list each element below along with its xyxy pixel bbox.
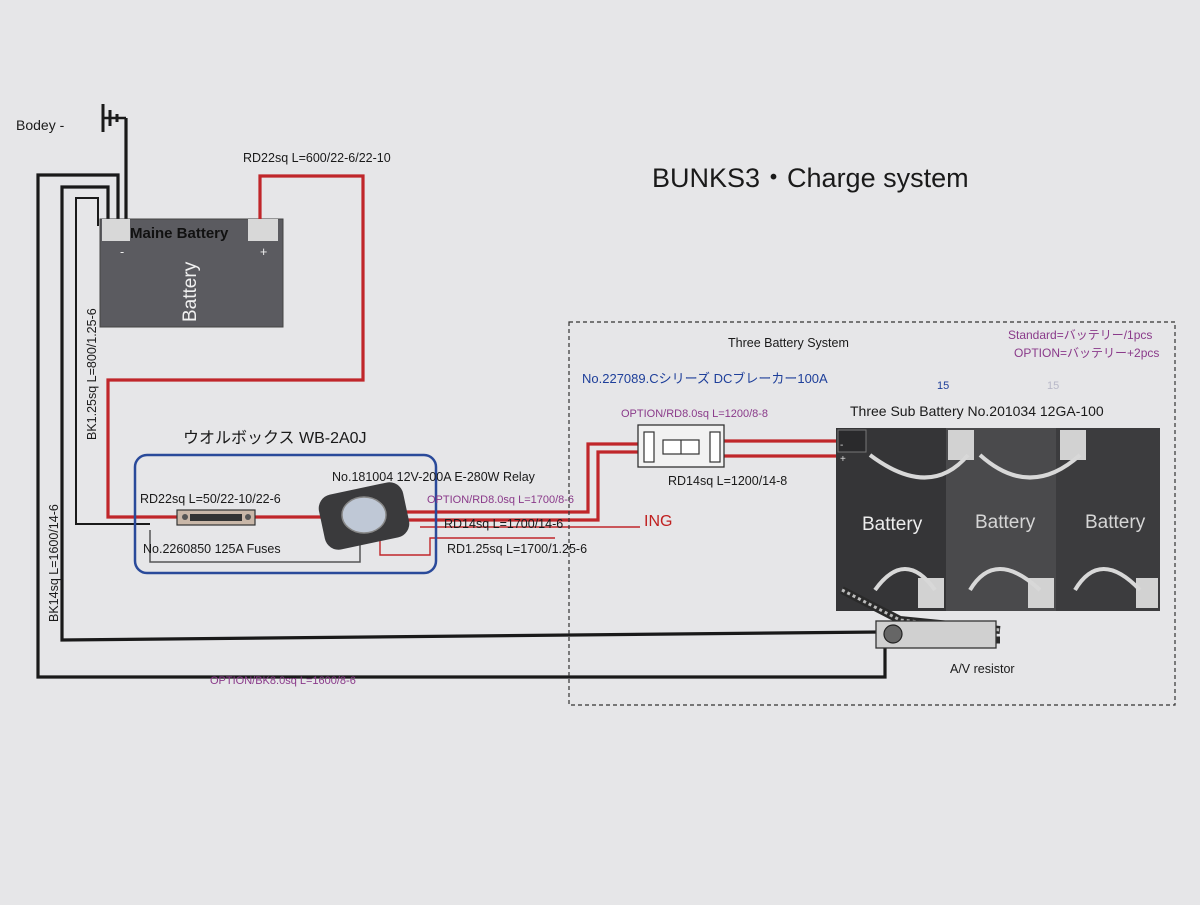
sub-battery-word-2: Battery bbox=[975, 512, 1036, 533]
three-battery-system-label: Three Battery System bbox=[728, 336, 849, 350]
breaker-label: No.227089.Cシリーズ DCブレーカー100A bbox=[582, 371, 828, 386]
option-bk8-label: OPTION/BK8.0sq L=1600/8-6 bbox=[210, 675, 356, 687]
rd14-1700-label: RD14sq L=1700/14-6 bbox=[444, 517, 563, 531]
ground-icon bbox=[101, 104, 126, 132]
main-battery-name: Maine Battery bbox=[130, 225, 229, 242]
main-positive-wire-label: RD22sq L=600/22-6/22-10 bbox=[243, 151, 391, 165]
rd125-1700-label: RD1.25sq L=1700/1.25-6 bbox=[447, 542, 587, 556]
fuse-box-name: ウオルボックス WB-2A0J bbox=[183, 429, 367, 447]
diagram-title: BUNKS3・Charge system bbox=[652, 163, 969, 193]
minus-terminal bbox=[102, 219, 130, 241]
relay-label: No.181004 12V-200A E-280W Relay bbox=[332, 470, 536, 484]
rd14-1200-label: RD14sq L=1200/14-8 bbox=[668, 474, 787, 488]
standard-note: Standard=バッテリー/1pcs bbox=[1008, 328, 1152, 342]
plus-terminal bbox=[248, 219, 278, 241]
main-battery: - + Maine Battery Battery bbox=[99, 218, 284, 328]
svg-text:+: + bbox=[840, 454, 846, 465]
marker-15-b: 15 bbox=[1047, 380, 1059, 392]
red-wiring bbox=[106, 174, 840, 556]
option-rd8-1200-label: OPTION/RD8.0sq L=1200/8-8 bbox=[621, 408, 768, 420]
bk125-wire-label: BK1.25sq L=800/1.25-6 bbox=[85, 308, 99, 440]
sub-battery-label: Three Sub Battery No.201034 12GA-100 bbox=[850, 403, 1104, 419]
sub-battery-word-3: Battery bbox=[1085, 512, 1146, 533]
rd22-short-label: RD22sq L=50/22-10/22-6 bbox=[140, 492, 281, 506]
fuse-box-outline bbox=[133, 453, 438, 575]
sub-battery-word-1: Battery bbox=[862, 514, 923, 535]
black-wiring bbox=[36, 118, 887, 679]
marker-15-a: 15 bbox=[937, 380, 949, 392]
av-resistor-label: A/V resistor bbox=[950, 662, 1015, 676]
breaker-icon bbox=[637, 424, 725, 468]
av-resistor-icon bbox=[840, 586, 1001, 649]
main-battery-word: Battery bbox=[180, 261, 201, 322]
ing-label: ING bbox=[644, 513, 672, 530]
svg-text:-: - bbox=[840, 440, 843, 451]
plus-terminal-label: + bbox=[260, 245, 267, 259]
relay-icon bbox=[318, 482, 410, 550]
three-battery-system-box bbox=[568, 321, 1176, 706]
sub-battery-bank: - + bbox=[836, 428, 1160, 611]
minus-terminal-label: - bbox=[120, 245, 124, 259]
internal-wire bbox=[149, 530, 361, 563]
fuse-icon bbox=[176, 509, 256, 526]
body-ground-label: Bodey - bbox=[16, 117, 65, 133]
fuses-label: No.2260850 125A Fuses bbox=[143, 542, 281, 556]
option-rd8-1700-label: OPTION/RD8.0sq L=1700/8-6 bbox=[427, 494, 574, 506]
option-note: OPTION=バッテリー+2pcs bbox=[1014, 346, 1159, 360]
bk14-wire-label: BK14sq L=1600/14-6 bbox=[47, 504, 61, 622]
